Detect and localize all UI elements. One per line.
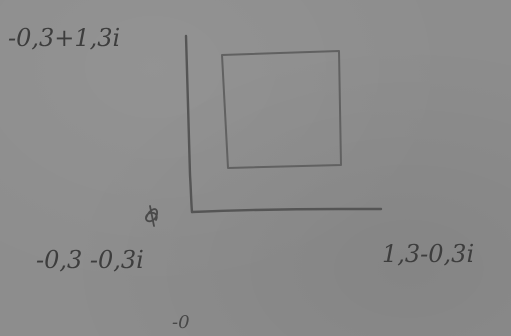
horizontal-axis <box>190 207 383 214</box>
label-bottom-left: -0,3 -0,3i <box>36 246 144 274</box>
label-bottom-right: 1,3-0,3i <box>382 240 474 268</box>
label-bottom-center: -0 <box>172 312 190 333</box>
label-top-left: -0,3+1,3i <box>8 24 120 52</box>
inner-square <box>221 50 342 169</box>
vertical-axis <box>184 34 194 214</box>
scribble-mark <box>145 205 158 227</box>
